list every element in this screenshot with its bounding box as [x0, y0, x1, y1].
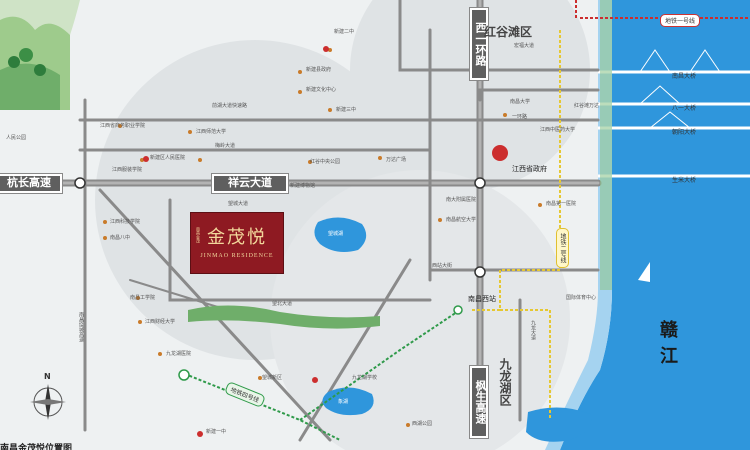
metro-line2-tag: 地铁二号线: [556, 228, 569, 268]
poi-label: 万达广场: [386, 157, 407, 163]
river-label-2: 江: [660, 346, 678, 367]
district-jiulonghu: 九龙湖区: [498, 358, 512, 406]
river-bank: [545, 0, 612, 450]
poi-label: 红谷滩万达: [574, 103, 600, 109]
sailboat: [638, 262, 650, 282]
poi-label: 江西师范大学: [196, 129, 227, 135]
tree: [34, 64, 46, 76]
road-xiangyun: 祥云大道: [212, 174, 288, 193]
north-label: N: [44, 372, 51, 381]
poi-dots: [103, 48, 542, 427]
poi-nanchangxi: 南昌西站: [468, 295, 496, 303]
poi-label: 西湖公园: [412, 421, 433, 427]
bridge-chaoyang: 朝阳大桥: [672, 129, 697, 136]
project-sub: 南昌金茂: [196, 227, 201, 243]
poi-label: 新建文化中心: [306, 87, 337, 93]
poi-label: 江西科技学院: [110, 219, 141, 225]
lake-wangcheng: [314, 217, 367, 252]
road-hongfu: 宏福大道: [514, 43, 535, 49]
interchange-marker: [474, 177, 486, 189]
metro-line1-tag: 地铁一号线: [660, 14, 701, 27]
poi-label: 南昌第一医院: [546, 201, 577, 207]
road-qianhu: 前湖大道快速路: [212, 103, 248, 109]
poi-label: 国际体育中心: [566, 295, 597, 301]
project-name-en: JINMAO RESIDENCE: [200, 253, 274, 259]
gov-marker: [492, 145, 508, 161]
poi-lake1: 望城湖: [328, 231, 344, 237]
road-fengsheng: 枫生高速: [470, 366, 488, 438]
tree: [19, 48, 33, 62]
bridge-nanchang: 南昌大桥: [672, 73, 697, 80]
poi-label: 江西省商务职业学院: [100, 123, 146, 129]
poi-label: 红谷中央公园: [310, 159, 341, 165]
poi-label: 新建三中: [336, 107, 357, 113]
road-yiyuan: 一环路: [512, 114, 528, 120]
road-xiyihuan: 西一环路: [470, 8, 488, 80]
poi-label: 新建博物馆: [290, 183, 316, 189]
poi-label: 江西服装学院: [112, 167, 143, 173]
lake-xianghu: [322, 387, 374, 416]
road-nanchangrao: 南昌绕城高速: [78, 312, 84, 342]
poi-label: 南大附属医院: [446, 197, 477, 203]
poi-label: 新建一中: [206, 429, 227, 435]
metro-line4: [179, 309, 461, 441]
poi-label: 新建二中: [334, 29, 355, 35]
poi-label: 新建区人民医院: [150, 155, 186, 161]
poi-label: 南昌大学: [510, 99, 531, 105]
riverside-park: [600, 0, 612, 290]
project-name: 金茂悦: [207, 227, 267, 248]
poi-label: 南昌工学院: [130, 295, 156, 301]
project-logo: 南昌金茂 金茂悦 JINMAO RESIDENCE: [190, 212, 284, 274]
road-hangchang: 杭长高速: [0, 174, 62, 193]
tree: [8, 56, 20, 68]
lake-jiulong: [526, 407, 592, 442]
metro-line2: [470, 30, 561, 420]
metro-station-marker: [453, 305, 463, 315]
river-label-1: 赣: [660, 320, 678, 341]
station-marker: [474, 266, 486, 278]
poi-label: 九龙湖医院: [166, 351, 192, 357]
bridge-shengmi: 生米大桥: [672, 177, 697, 184]
metro-station-marker: [178, 369, 190, 381]
district-honggutan: 红谷滩区: [484, 25, 533, 39]
halo-top: [350, 0, 590, 190]
road-jiulong: 九龙大道: [530, 320, 536, 340]
poi-lake2: 象湖: [338, 399, 349, 405]
poi-label: 九龙湖学校: [352, 375, 378, 381]
road-meiling: 梅岭大道: [215, 143, 236, 149]
poi-label: 人民公园: [6, 135, 27, 141]
poi-label: 江西中医药大学: [540, 127, 576, 133]
poi-gov: 江西省政府: [512, 165, 547, 173]
bridge-bayi: 八一大桥: [672, 105, 697, 112]
interchange-marker: [74, 177, 86, 189]
hospital-dots: [143, 46, 329, 437]
compass-icon: [30, 384, 66, 420]
poi-label: 南昌航空大学: [446, 217, 477, 223]
ganjiang-river: [560, 0, 750, 450]
map-caption: 南昌金茂悦位置图: [0, 444, 73, 450]
mountain-front: [0, 63, 60, 110]
road-wangbei: 望北大道: [272, 301, 293, 307]
park-strip: [188, 305, 380, 329]
bridges: [598, 49, 750, 178]
poi-label: 望城新区: [262, 375, 283, 381]
road-xizhan: 西站大街: [432, 263, 453, 269]
poi-label: 新建县政府: [306, 67, 332, 73]
poi-label: 南昌八中: [110, 235, 131, 241]
poi-label: 江西财经大学: [145, 319, 176, 325]
road-wangcheng: 望城大道: [228, 201, 249, 207]
